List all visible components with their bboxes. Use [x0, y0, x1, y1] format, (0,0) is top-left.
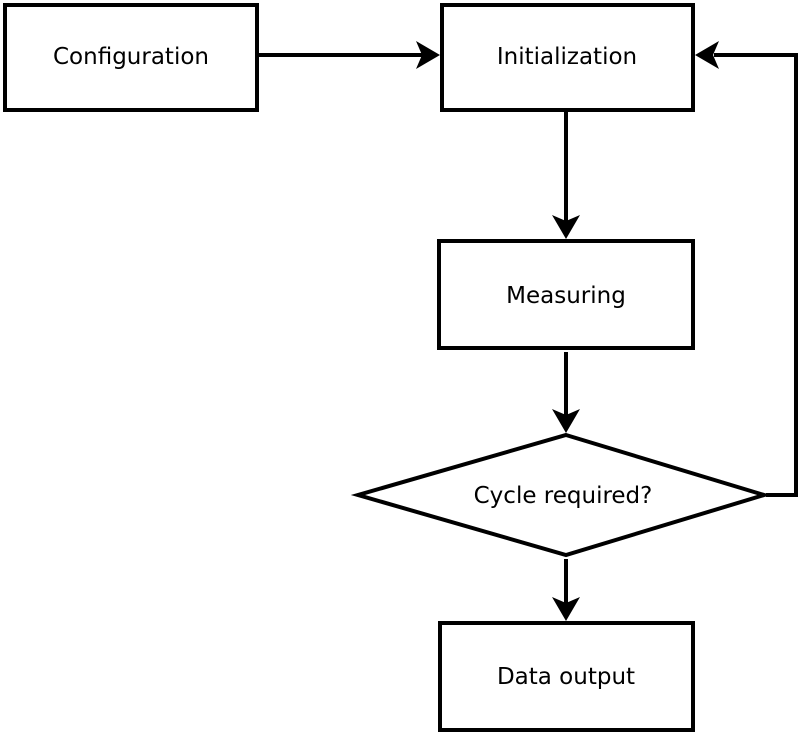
node-cycle-required-label: Cycle required?: [474, 483, 653, 509]
arrowhead-into-initialization-left-icon: [416, 41, 440, 69]
arrowhead-into-initialization-right-icon: [695, 41, 719, 69]
edge-cycle-required-to-initialization-feedback: [714, 53, 798, 497]
arrowhead-into-cycle-required-icon: [552, 409, 580, 433]
node-cycle-required: [350, 432, 771, 558]
node-initialization: [440, 3, 695, 112]
node-configuration: [3, 3, 259, 112]
node-configuration-label: Configuration: [53, 44, 209, 70]
node-data-output-label: Data output: [497, 664, 635, 690]
node-data-output: [438, 621, 695, 732]
node-initialization-label: Initialization: [497, 44, 637, 70]
node-measuring-label: Measuring: [506, 283, 626, 309]
arrowhead-into-measuring-icon: [552, 215, 580, 239]
arrowhead-into-data-output-icon: [552, 597, 580, 621]
node-measuring: [437, 239, 695, 350]
